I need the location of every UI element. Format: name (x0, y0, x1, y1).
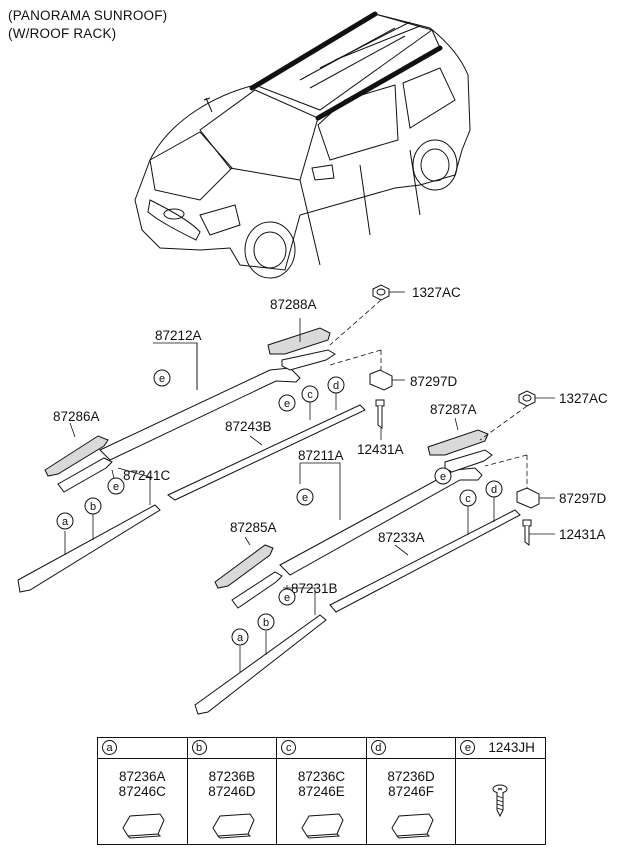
svg-text:e: e (440, 471, 446, 483)
svg-text:e: e (284, 398, 290, 410)
label-87286a: 87286A (53, 409, 100, 424)
svg-text:e: e (284, 592, 290, 604)
callout-e-1: e (153, 369, 171, 387)
label-12431a-upper: 12431A (357, 442, 404, 457)
callout-e-6: e (278, 588, 296, 606)
label-87233a: 87233A (378, 530, 425, 545)
legend-letter-b: b (191, 740, 207, 755)
end-cover-87288a (267, 327, 331, 355)
callout-b-1: b (84, 497, 102, 515)
legend-letter-e: e (460, 740, 476, 755)
label-12431a-lower: 12431A (559, 527, 606, 542)
legend-cell-a: a 87236A 87246C (98, 738, 188, 844)
bracket-front-lower (231, 571, 283, 609)
callout-d-1: d (327, 376, 345, 394)
bracket-front-upper (57, 457, 113, 493)
legend-cell-b: b 87236B 87246D (187, 738, 278, 844)
callout-d-2: d (485, 480, 503, 498)
callout-b-2: b (257, 613, 275, 631)
callout-a-1: a (56, 512, 74, 530)
end-cover-87285a (214, 544, 274, 589)
svg-text:e: e (113, 481, 119, 493)
end-cover-87287a (427, 429, 489, 456)
roof-rail-87211a (279, 467, 483, 576)
cap-icon (122, 813, 165, 839)
leader-lines (64, 291, 555, 672)
svg-text:a: a (237, 632, 244, 644)
svg-text:e: e (302, 492, 308, 504)
cap-icon (212, 813, 255, 839)
bolt-12431a-lower (522, 519, 532, 546)
clip-87297d-lower (516, 487, 540, 509)
nut-1327ac-lower (518, 390, 536, 407)
molding-87233a (329, 509, 521, 613)
callout-e-3: e (107, 477, 125, 495)
cap-icon (301, 813, 344, 839)
svg-text:d: d (491, 484, 497, 496)
legend-part-87246d: 87246D (208, 784, 256, 799)
legend-part-1243jh: 1243JH (488, 740, 535, 755)
svg-text:c: c (465, 493, 471, 505)
legend-part-87236c: 87236C (297, 769, 346, 784)
legend-cell-c: c 87236C 87246E (277, 738, 367, 844)
svg-text:b: b (90, 501, 96, 513)
legend-part-87236b: 87236B (208, 769, 256, 784)
vehicle-illustration (134, 11, 471, 279)
label-87231b: 87231B (291, 581, 338, 596)
callout-e-5: e (434, 467, 452, 485)
label-1327ac-upper: 1327AC (412, 285, 461, 300)
roof-rail-87212a (99, 367, 301, 461)
label-1327ac-lower: 1327AC (559, 391, 608, 406)
legend-part-87236a: 87236A (119, 769, 166, 784)
end-cover-87286a (44, 435, 109, 477)
legend-part-87236d: 87236D (387, 769, 435, 784)
callout-e-2: e (278, 394, 296, 412)
callout-a-2: a (231, 628, 249, 646)
legend-letter-c: c (281, 740, 297, 755)
bolt-12431a-upper (375, 399, 385, 429)
molding-87243b (167, 404, 366, 501)
svg-text:a: a (62, 516, 69, 528)
callout-c-1: c (301, 385, 319, 403)
label-87297d-lower: 87297D (559, 491, 607, 506)
label-87297d-upper: 87297D (410, 374, 458, 389)
cap-icon (391, 813, 434, 839)
callout-e-4: e (296, 488, 314, 506)
screw-icon (492, 784, 508, 818)
molding-87231b (194, 614, 327, 715)
legend-cell-e: e 1243JH (456, 738, 545, 844)
legend-part-87246f: 87246F (388, 784, 434, 799)
callout-c-2: c (459, 489, 477, 507)
svg-text:c: c (307, 389, 313, 401)
legend-letter-d: d (370, 740, 386, 755)
clip-87297d-upper (369, 369, 393, 391)
bracket-rear-upper (281, 349, 336, 371)
nut-1327ac-upper (372, 284, 390, 301)
label-87241c: 87241C (123, 468, 171, 483)
legend-part-87246e: 87246E (298, 784, 345, 799)
svg-text:d: d (333, 380, 339, 392)
legend-table: a 87236A 87246C b 87236B 87246D c 87236C… (97, 737, 546, 845)
label-87285a: 87285A (230, 520, 277, 535)
svg-text:e: e (159, 373, 165, 385)
label-87212a: 87212A (155, 328, 202, 343)
molding-87241c (17, 504, 161, 593)
header-line-1: (PANORAMA SUNROOF) (8, 8, 168, 23)
legend-letter-a: a (102, 740, 117, 755)
legend-cell-d: d 87236D 87246F (366, 738, 457, 844)
header-line-2: (W/ROOF RACK) (8, 26, 117, 41)
label-87211a: 87211A (298, 448, 344, 463)
label-87287a: 87287A (430, 402, 477, 417)
label-87288a: 87288A (270, 297, 317, 312)
legend-part-87246c: 87246C (118, 784, 166, 799)
label-87243b: 87243B (225, 419, 272, 434)
svg-text:b: b (263, 617, 269, 629)
